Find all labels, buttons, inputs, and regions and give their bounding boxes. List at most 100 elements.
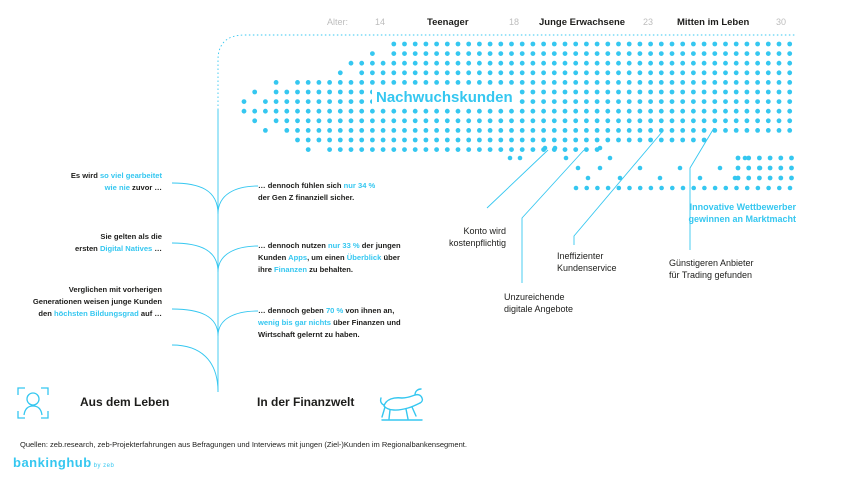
- customer-dot: [648, 60, 653, 66]
- customer-dot: [765, 51, 771, 56]
- customer-dot: [337, 70, 343, 76]
- connector-line: [486, 149, 549, 209]
- customer-dot: [677, 165, 683, 171]
- customer-dot: [616, 80, 621, 85]
- customer-dot: [605, 60, 611, 66]
- customer-dot: [723, 118, 728, 124]
- customer-dot: [487, 108, 493, 114]
- customer-dot: [337, 89, 343, 95]
- customer-dot: [370, 127, 375, 133]
- customer-dot: [669, 99, 675, 104]
- customer-dot: [637, 70, 643, 76]
- customer-dot: [787, 185, 793, 191]
- customer-dot: [735, 175, 741, 181]
- customer-dot: [776, 70, 782, 76]
- customer-dot: [584, 118, 589, 124]
- customer-dot: [477, 70, 482, 76]
- customer-dot: [551, 137, 557, 143]
- customer-dot: [434, 118, 439, 124]
- person-icon: [17, 387, 49, 419]
- customer-dot: [563, 155, 569, 161]
- customer-dot: [541, 118, 546, 124]
- customer-dot: [789, 165, 794, 171]
- customer-dot: [487, 60, 493, 66]
- customer-dot: [712, 185, 718, 191]
- left-statement-1: Es wird so viel gearbeitet wie nie zuvor…: [70, 171, 162, 192]
- customer-dot: [712, 118, 718, 124]
- customer-dot: [370, 108, 375, 114]
- customer-dot: [477, 60, 482, 66]
- customer-dot: [348, 127, 354, 133]
- customer-dot: [626, 108, 632, 114]
- customer-dot: [575, 165, 581, 171]
- customer-dot: [605, 137, 611, 143]
- customer-dot: [616, 118, 621, 124]
- customer-dot: [616, 99, 621, 104]
- customer-dot: [787, 118, 793, 124]
- customer-dot: [519, 137, 525, 143]
- customer-dot: [434, 137, 439, 143]
- customer-dot: [412, 70, 418, 76]
- customer-dot: [466, 41, 472, 47]
- customer-dot: [477, 127, 482, 133]
- customer-dot: [658, 99, 664, 104]
- customer-dot: [530, 80, 536, 85]
- customer-dot: [595, 185, 600, 191]
- customer-dot: [733, 70, 739, 76]
- customer-dot: [669, 60, 675, 66]
- customer-dot: [691, 118, 696, 124]
- customer-dot: [402, 137, 407, 143]
- customer-dot: [370, 60, 375, 66]
- customer-dot: [691, 89, 696, 95]
- customer-dot: [541, 99, 546, 104]
- customer-dot: [498, 118, 504, 124]
- customer-dot: [402, 108, 407, 114]
- customer-dot: [402, 118, 407, 124]
- customer-dot: [370, 137, 375, 143]
- customer-dot: [744, 80, 750, 85]
- customer-dot: [402, 70, 407, 76]
- customer-dot: [273, 89, 279, 95]
- customer-dot: [697, 175, 703, 181]
- customer-dot: [391, 108, 397, 114]
- customer-dot: [305, 89, 311, 95]
- right-statement-3: … dennoch geben 70 % von ihnen an, wenig…: [258, 306, 401, 339]
- customer-dot: [594, 80, 600, 85]
- customer-dot: [423, 60, 429, 66]
- customer-dot: [648, 51, 653, 56]
- customer-dot: [477, 80, 482, 85]
- customer-dot: [444, 127, 450, 133]
- customer-dot: [466, 51, 472, 56]
- right-statement-1: … dennoch fühlen sich nur 34 % der Gen Z…: [258, 181, 376, 202]
- customer-dot: [562, 147, 568, 153]
- customer-dot: [509, 70, 514, 76]
- age-14: 14: [375, 17, 386, 27]
- customer-dot: [712, 70, 718, 76]
- customer-dot: [755, 108, 760, 114]
- customer-dot: [541, 41, 546, 47]
- customer-dot: [776, 51, 782, 56]
- customer-dot: [466, 118, 472, 124]
- customer-dot: [305, 108, 311, 114]
- customer-dot: [637, 80, 643, 85]
- customer-dot: [637, 89, 643, 95]
- customer-dot: [455, 51, 461, 56]
- customer-dot: [787, 80, 793, 85]
- customer-dot: [423, 118, 429, 124]
- customer-dot: [327, 89, 332, 95]
- customer-dot: [434, 147, 439, 153]
- customer-dot: [701, 70, 707, 76]
- customer-dot: [252, 89, 258, 95]
- customer-dot: [541, 70, 546, 76]
- stage-young-adults: Junge Erwachsene: [539, 17, 626, 28]
- customer-dot: [637, 51, 643, 56]
- customer-dot: [466, 137, 472, 143]
- customer-dot: [444, 70, 450, 76]
- customer-dot: [594, 41, 600, 47]
- customer-dot: [658, 137, 664, 143]
- customer-dot: [723, 60, 728, 66]
- customer-dot: [778, 165, 784, 171]
- customer-dot: [626, 41, 632, 47]
